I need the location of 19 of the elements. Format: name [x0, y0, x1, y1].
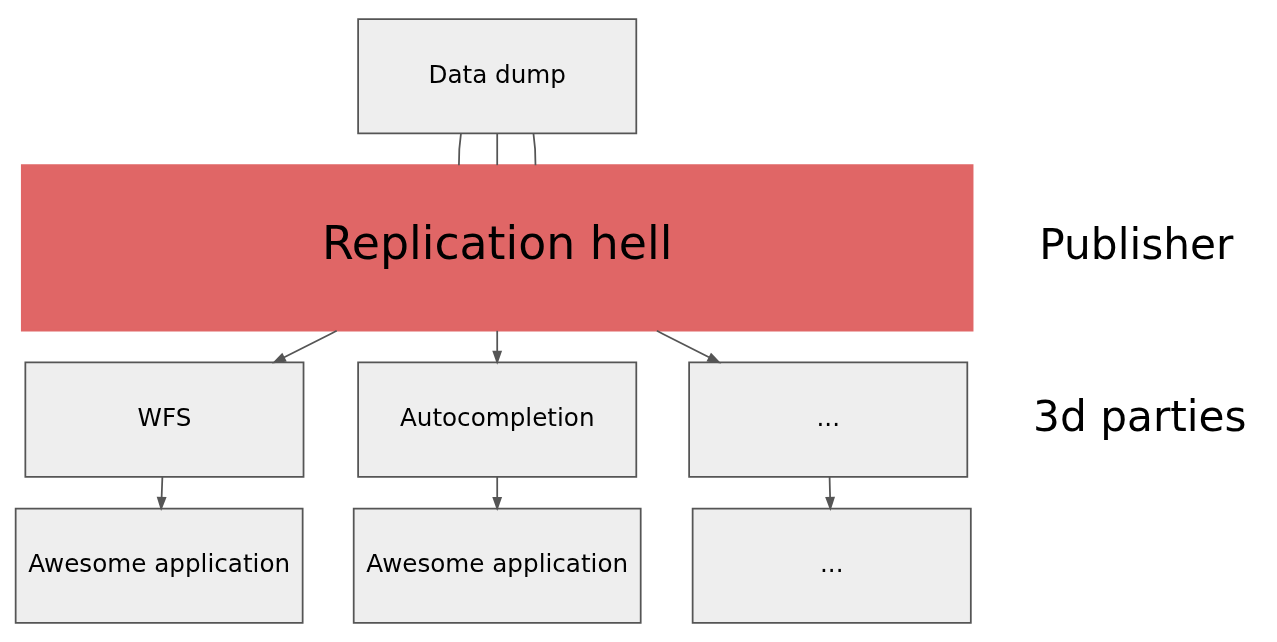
connector	[458, 132, 462, 167]
arrow	[492, 476, 503, 511]
label: Publisher	[1039, 219, 1234, 269]
connector	[496, 132, 499, 167]
node-box: Replication hell	[20, 164, 974, 332]
arrow	[156, 476, 167, 511]
arrow	[656, 329, 722, 364]
arrow	[271, 329, 338, 364]
node-box: ...	[688, 361, 969, 478]
node-box: Data dump	[357, 18, 638, 135]
node-box: Autocompletion	[357, 361, 638, 478]
arrow	[492, 329, 503, 365]
arrow	[825, 476, 835, 511]
connector	[532, 132, 537, 167]
label: 3d parties	[1033, 391, 1247, 441]
node-box: Awesome application	[14, 507, 304, 624]
node-box: Awesome application	[352, 507, 642, 624]
node-box: ...	[691, 507, 972, 624]
node-box: WFS	[24, 361, 305, 478]
